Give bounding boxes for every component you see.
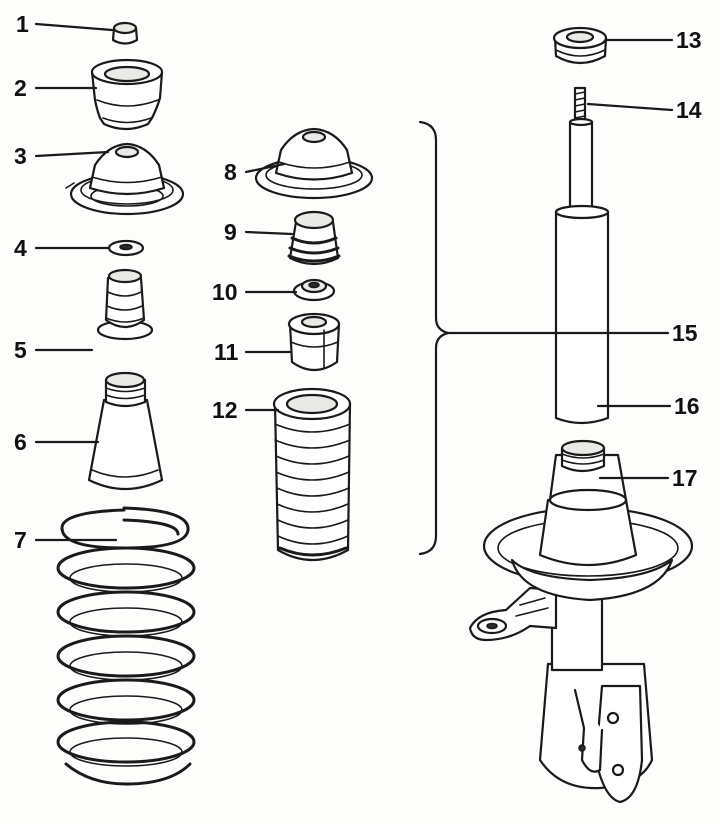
part-11-bump-stop <box>287 312 341 372</box>
callout-14: 14 <box>676 97 702 123</box>
part-6-dust-boot <box>87 371 164 490</box>
part-13-top-mount <box>552 26 608 65</box>
callout-15: 15 <box>672 320 698 346</box>
callout-7: 7 <box>14 527 27 553</box>
bellows-ridges <box>274 423 351 545</box>
part-3-strut-mount <box>65 142 185 216</box>
callout-1: 1 <box>16 11 29 37</box>
callout-3: 3 <box>14 143 27 169</box>
callout-13: 13 <box>676 27 702 53</box>
group-brace <box>418 120 449 556</box>
callout-8: 8 <box>224 159 237 185</box>
part-2-upper-mount-cap <box>90 58 164 131</box>
callout-16: 16 <box>674 393 700 419</box>
callout-labels: 1 2 3 4 5 6 7 8 9 10 11 12 13 14 15 16 1… <box>14 11 702 553</box>
callout-2: 2 <box>14 75 27 101</box>
part-9-spring-insulator <box>287 210 341 266</box>
callout-5: 5 <box>14 337 27 363</box>
part-1-small-nut <box>111 21 139 45</box>
spring-coils <box>56 546 196 786</box>
part-4-washer <box>107 239 145 257</box>
callout-17: 17 <box>672 465 698 491</box>
part-7-coil-spring <box>56 506 196 786</box>
callout-10: 10 <box>212 279 238 305</box>
callout-12: 12 <box>212 397 238 423</box>
part-8-strut-mount <box>254 127 374 200</box>
callout-9: 9 <box>224 219 237 245</box>
callout-6: 6 <box>14 429 27 455</box>
part-12-bellows-boot <box>272 387 352 561</box>
leader-lines <box>34 22 674 542</box>
callout-4: 4 <box>14 235 27 261</box>
part-5-bump-stop <box>96 268 154 341</box>
callout-11: 11 <box>214 339 239 365</box>
part-16-shock-absorber <box>554 117 610 425</box>
part-10-washer <box>292 278 336 302</box>
part-17-strut-housing <box>468 439 694 804</box>
